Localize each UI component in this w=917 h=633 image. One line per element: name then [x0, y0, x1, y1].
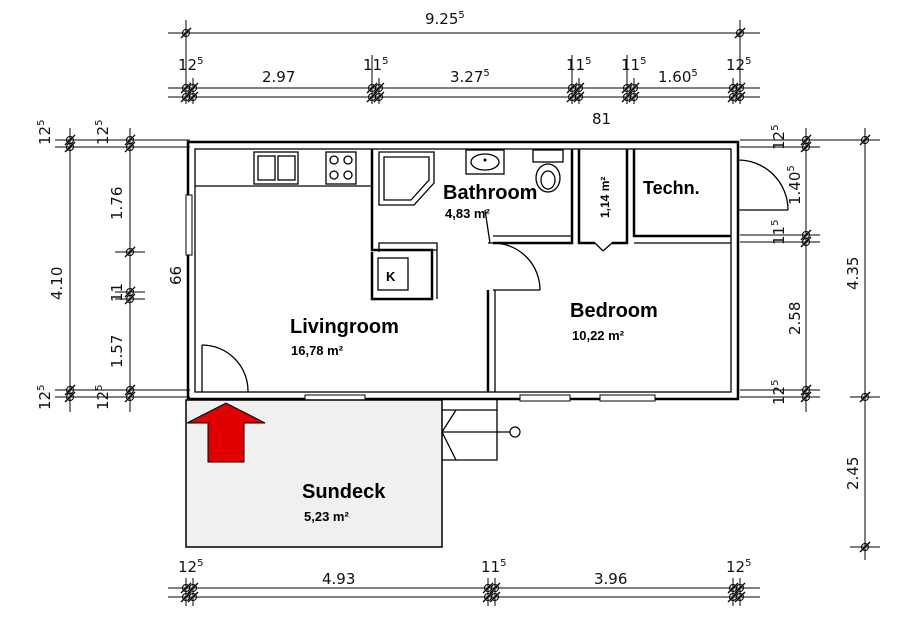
top-dimension-lines — [168, 20, 760, 104]
technical-room-name: Techn. — [643, 178, 700, 198]
left-dimension-lines — [55, 128, 190, 412]
bottom-seg-c4: 3.96 — [594, 570, 627, 588]
top-seg-8: 125 — [726, 56, 751, 74]
stove-icon — [325, 151, 357, 185]
bottom-dimension-labels: 125 4.93 115 3.96 125 — [178, 558, 751, 588]
right-seg-b2: 1.405 — [786, 165, 804, 205]
bottom-seg-c1: 125 — [178, 558, 203, 576]
top-seg-5: 115 — [566, 56, 591, 74]
top-seg-7: 1.605 — [658, 68, 698, 86]
top-seg-3: 115 — [363, 56, 388, 74]
windows — [185, 194, 656, 402]
left-seg-a3: 1.76 — [108, 187, 126, 220]
toilet-icon — [532, 149, 564, 193]
bathroom-name: Bathroom — [443, 182, 537, 204]
bathroom-area: 4,83 m² — [445, 206, 490, 221]
bathtub-icon — [378, 151, 435, 206]
right-seg-b3: 115 — [770, 220, 788, 245]
left-seg-a8: 66 — [167, 266, 185, 285]
livingroom-area: 16,78 m² — [291, 343, 344, 358]
right-dimension-lines — [740, 128, 880, 560]
left-total-label: 4.10 — [48, 267, 66, 300]
right-seg-b1: 125 — [770, 125, 788, 150]
top-seg-6: 115 — [621, 56, 646, 74]
small-room-area: 1,14 m² — [598, 177, 612, 218]
kitchen-unit-label: K — [386, 269, 396, 284]
right-seg-b5: 125 — [770, 380, 788, 405]
entrance-arrow-icon — [186, 402, 266, 463]
building-walls — [186, 140, 740, 401]
kitchen-unit-icon: K — [377, 257, 409, 291]
left-seg-a5: 1.57 — [108, 335, 126, 368]
sundeck-name: Sundeck — [302, 481, 386, 503]
room-labels: Bathroom 4,83 m² 1,14 m² Techn. Livingro… — [290, 177, 700, 524]
washbasin-icon — [465, 149, 505, 175]
livingroom-name: Livingroom — [290, 316, 399, 338]
bedroom-name: Bedroom — [570, 300, 658, 322]
left-seg-a1: 125 — [36, 120, 54, 145]
sundeck-area: 5,23 m² — [304, 509, 349, 524]
right-total-label: 4.35 — [844, 257, 862, 290]
fixtures: K — [253, 149, 564, 291]
right-seg-b6: 2.45 — [844, 457, 862, 490]
bottom-seg-c3: 115 — [481, 558, 506, 576]
top-dimension-labels: 9.255 125 2.97 115 3.275 115 115 1.605 1… — [178, 10, 751, 128]
top-seg-4: 3.275 — [450, 68, 490, 86]
bedroom-area: 10,22 m² — [572, 328, 625, 343]
top-total-label: 9.255 — [425, 10, 465, 28]
right-seg-b4: 2.58 — [786, 302, 804, 335]
doors — [201, 159, 789, 393]
top-seg-2: 2.97 — [262, 68, 295, 86]
left-seg-a7: 125 — [94, 385, 112, 410]
left-seg-a4: 11 — [108, 283, 126, 302]
bottom-seg-c5: 125 — [726, 558, 751, 576]
bottom-seg-c2: 4.93 — [322, 570, 355, 588]
left-dimension-labels: 125 125 4.10 1.76 11 1.57 125 125 66 — [36, 120, 185, 410]
left-seg-a6: 125 — [36, 385, 54, 410]
left-seg-a2: 125 — [94, 120, 112, 145]
top-seg-1: 125 — [178, 56, 203, 74]
right-dimension-labels: 125 1.405 115 2.58 125 4.35 2.45 — [770, 125, 862, 490]
kitchen-sink-icon — [253, 151, 299, 185]
top-inner-label: 81 — [592, 110, 611, 128]
bottom-dimension-lines — [168, 578, 760, 606]
